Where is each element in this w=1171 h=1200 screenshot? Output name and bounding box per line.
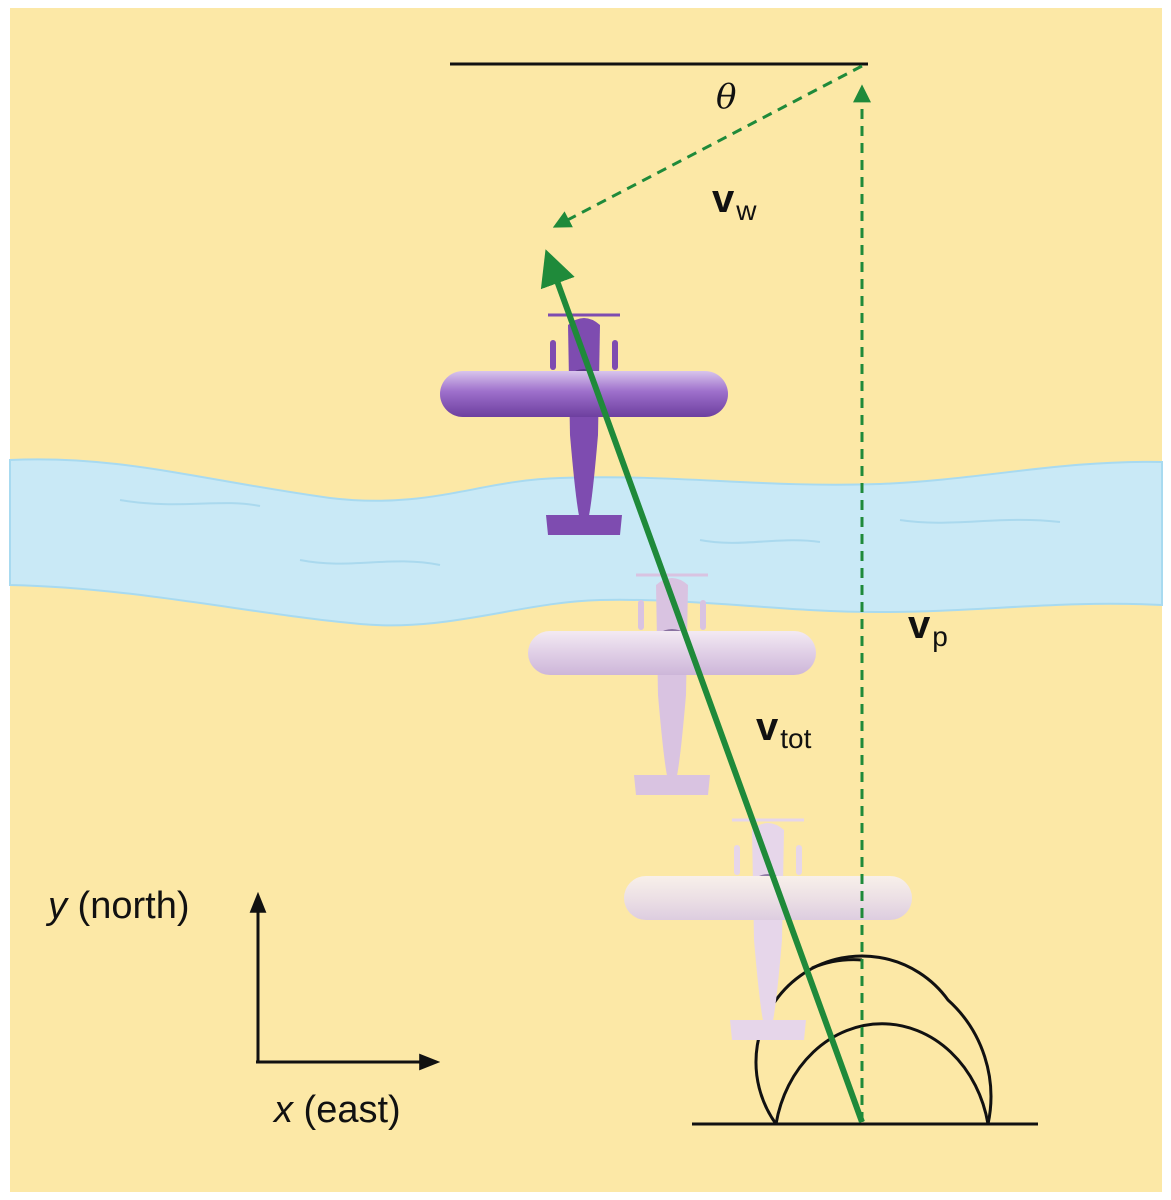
airplane-icon — [440, 313, 728, 537]
river — [9, 458, 1163, 627]
angle-arc — [811, 958, 863, 970]
vp-label: vp — [908, 603, 948, 652]
vector-vtot — [540, 249, 865, 1124]
airplane-icon — [624, 818, 912, 1042]
vtot-label: vtot — [756, 705, 812, 754]
protractor — [754, 954, 993, 1125]
x-axis-label: x (east) — [272, 1089, 401, 1131]
vw-label: vw — [712, 177, 757, 226]
vector-vw — [552, 64, 863, 228]
theta-label: θ — [716, 77, 736, 117]
airplane-icon — [528, 573, 816, 797]
y-axis-label: y (north) — [45, 885, 189, 927]
